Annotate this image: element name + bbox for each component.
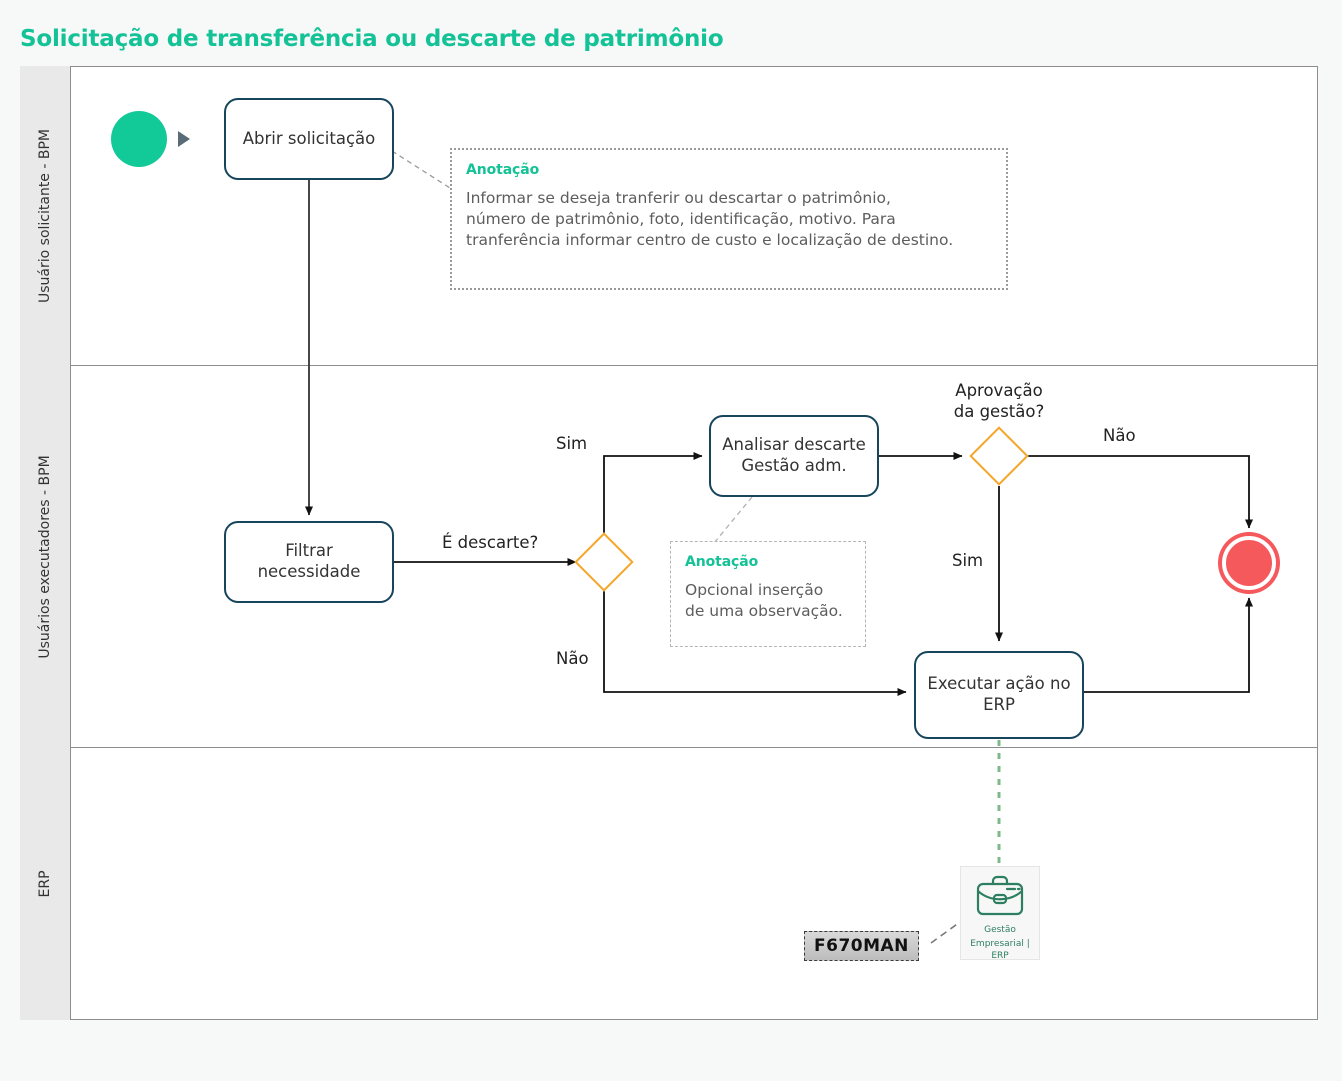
start-event[interactable] [111,111,167,167]
gateway-aprovacao-gestao-label: Aprovação da gestão? [953,381,1045,421]
task-executar-acao-erp-label: Executar ação no ERP [927,674,1071,714]
annotation-abrir-title: Anotação [466,162,540,178]
annotation-abrir-solicitacao: Anotação Informar se deseja tranferir ou… [450,148,1008,290]
gateway-e-descarte-label: É descarte? [442,533,539,552]
start-event-marker-icon [178,131,190,147]
flow-label-descarte-sim: Sim [556,434,588,453]
task-analisar-descarte-label: Analisar descarte Gestão adm. [722,435,866,475]
end-event[interactable] [1222,536,1276,590]
briefcase-icon [974,874,1026,922]
lane-header-usuarios-executadores: Usuários executadores - BPM [20,366,70,748]
lane-body-erp [70,748,1318,1020]
lane-label-usuarios-executadores: Usuários executadores - BPM [37,455,53,659]
lane-label-usuario-solicitante: Usuário solicitante - BPM [37,128,53,304]
annotation-analisar-text: Opcional inserção de uma observação. [685,581,843,620]
annotation-analisar-title: Anotação [685,554,759,570]
task-filtrar-necessidade-label: Filtrar necessidade [257,541,361,581]
task-filtrar-necessidade[interactable]: Filtrar necessidade [224,521,394,603]
erp-card-caption-line1: Gestão [984,925,1016,935]
annotation-analisar-descarte: Anotação Opcional inserção de uma observ… [670,541,866,647]
task-abrir-solicitacao[interactable]: Abrir solicitação [224,98,394,180]
lane-header-usuario-solicitante: Usuário solicitante - BPM [20,66,70,366]
annotation-abrir-text: Informar se deseja tranferir ou descarta… [466,189,954,249]
erp-system-card[interactable]: Gestão Empresarial | ERP [960,866,1040,961]
erp-card-caption-line2: Empresarial | ERP [970,939,1030,961]
task-analisar-descarte[interactable]: Analisar descarte Gestão adm. [709,415,879,497]
flow-label-aprovacao-sim: Sim [952,551,984,570]
lane-label-erp: ERP [37,870,53,898]
lane-header-erp: ERP [20,748,70,1020]
flow-label-aprovacao-nao: Não [1103,426,1136,445]
task-executar-acao-erp[interactable]: Executar ação no ERP [914,651,1084,739]
flow-label-descarte-nao: Não [556,649,589,668]
erp-form-tag[interactable]: F670MAN [804,931,919,961]
task-abrir-solicitacao-label: Abrir solicitação [242,128,376,148]
page-title: Solicitação de transferência ou descarte… [20,26,724,52]
